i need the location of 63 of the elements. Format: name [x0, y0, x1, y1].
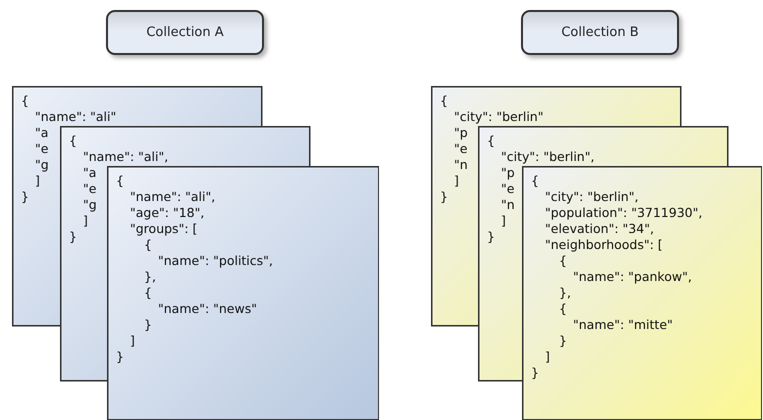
code-line: "n	[454, 157, 468, 173]
code-line: "city": "berlin",	[501, 149, 594, 165]
code-line: "p	[454, 125, 468, 141]
code-line: "a	[35, 125, 48, 141]
code-line: {	[116, 173, 124, 189]
code-line: "name": "politics",	[158, 253, 273, 269]
document-card	[12, 86, 379, 420]
code-line: "e	[83, 181, 96, 197]
code-line: ]	[35, 173, 40, 189]
code-line: ]	[501, 213, 506, 229]
code-line: {	[144, 237, 152, 253]
code-line: "e	[454, 141, 468, 157]
code-line: }	[559, 333, 567, 349]
code-line: ]	[83, 213, 88, 229]
collection-box	[106, 10, 264, 55]
code-line: {	[559, 253, 567, 269]
code-line: }	[21, 189, 29, 205]
code-line: "city": "berlin"	[454, 109, 544, 125]
code-line: {	[144, 285, 152, 301]
code-line: {	[531, 173, 539, 189]
code-line: "age": "18",	[130, 205, 204, 221]
code-line: "name": "ali",	[83, 149, 168, 165]
code-line: "name": "ali"	[35, 109, 116, 125]
code-line: "a	[83, 165, 96, 181]
code-line: {	[21, 93, 29, 109]
code-line: "g	[83, 197, 97, 213]
collection-box	[521, 10, 679, 55]
document-card	[107, 166, 379, 420]
collection-name: Collection B	[561, 25, 639, 40]
code-line: },	[559, 285, 571, 301]
code-line: "name": "mitte"	[573, 317, 673, 333]
code-line: {	[440, 93, 448, 109]
collection-name: Collection A	[146, 25, 224, 40]
code-line: }	[116, 349, 124, 365]
code-line: ]	[545, 349, 550, 365]
code-line: "n	[501, 197, 515, 213]
code-line: "neighborhoods": [	[545, 237, 663, 253]
code-line: "city": "berlin",	[545, 189, 638, 205]
code-line: }	[440, 189, 448, 205]
code-line: "e	[35, 141, 48, 157]
code-line: "name": "pankow",	[573, 269, 692, 285]
code-line: },	[144, 269, 156, 285]
code-line: ]	[454, 173, 459, 189]
code-line: "population": "3711930",	[545, 205, 702, 221]
document-card	[522, 166, 762, 420]
code-line: "name": "ali",	[130, 189, 216, 205]
code-line: }	[144, 317, 152, 333]
code-line: "name": "news"	[158, 301, 257, 317]
code-line: }	[487, 229, 495, 245]
document-card	[431, 86, 762, 420]
code-line: "groups": [	[130, 221, 198, 237]
code-line: "p	[501, 165, 515, 181]
code-line: "g	[35, 157, 49, 173]
document-card	[60, 126, 379, 420]
code-line: "elevation": "34",	[545, 221, 654, 237]
code-line: {	[487, 133, 495, 149]
code-line: }	[531, 365, 539, 381]
code-line: {	[559, 301, 567, 317]
code-line: "e	[501, 181, 514, 197]
code-line: }	[69, 229, 77, 245]
document-card	[478, 126, 762, 420]
code-line: {	[69, 133, 77, 149]
code-line: ]	[130, 333, 135, 349]
